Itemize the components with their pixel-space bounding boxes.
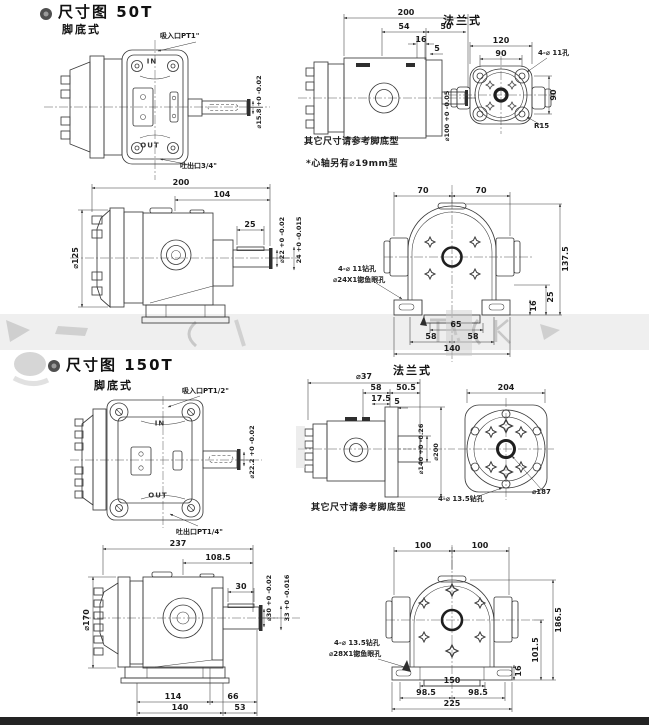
dim-dia170-150t-side: ⌀170 (82, 609, 91, 631)
dim-200-50t-side: 200 (172, 178, 190, 187)
dim-16-50t: 16 (415, 35, 427, 44)
watermark-band (0, 314, 649, 350)
dim-shaft-dia-150t-foot: ⌀22.2 +0 -0.02 (247, 425, 256, 479)
dim-140-150t-side: 140 (171, 703, 189, 712)
in-mark-150t: IN (154, 419, 166, 428)
dim-shaft-dia-50t-foot: ⌀15.8 +0 -0.02 (254, 75, 263, 129)
dim-dia125-50t-side: ⌀125 (71, 247, 80, 269)
dim-90v-50t-flange: 90 (549, 89, 558, 101)
drawing-50t-side-view (70, 184, 298, 324)
callout-spotface-150t-front: ⌀28X1锪鱼眼孔 (329, 650, 382, 658)
flange-type-label-50t: 法兰式 (443, 14, 482, 27)
dim-108-5-150t-side: 108.5 (205, 553, 231, 562)
dim-25-50t-side: 25 (244, 220, 256, 229)
callout-drill-150t-front: 4-⌀ 13.5钻孔 (334, 639, 380, 647)
dim-237-150t-side: 237 (169, 539, 187, 548)
drawing-50t-flange-front-view (448, 42, 556, 134)
dim-186-5-150t-front: 186.5 (554, 607, 563, 633)
drawing-50t-front-view (375, 185, 562, 362)
dim-70b-50t-front: 70 (475, 186, 487, 195)
drawing-50t-foot-top-view (44, 40, 270, 180)
section-title-150t: 尺寸图 150T (66, 356, 174, 374)
dim-dia200-150t-mid: ⌀200 (431, 443, 440, 461)
dim-66-150t-side: 66 (227, 692, 239, 701)
drawing-150t-flange-front-view (458, 389, 554, 500)
dim-98b-150t-front: 98.5 (468, 688, 488, 697)
watermark-overlays (12, 310, 472, 468)
dim-5-150t-mid: 5 (394, 397, 400, 406)
dim-50-50t: 50 (440, 22, 452, 31)
dim-53-150t-side: 53 (234, 703, 246, 712)
note-ref-foot-type-150t: 其它尺寸请参考脚底型 (311, 503, 407, 513)
dim-90-50t-flange: 90 (495, 49, 507, 58)
dim-140-50t-front: 140 (443, 344, 461, 353)
callout-drill-50t-front: 4-⌀ 11钻孔 (338, 265, 377, 273)
drawing-150t-foot-top-view (70, 395, 262, 528)
dim-137-5-50t-front: 137.5 (561, 246, 570, 272)
foot-type-label-50t: 脚底式 (62, 23, 101, 36)
dim-key-height-50t-side: 24 +0 -0.015 (294, 216, 303, 264)
dim-r15-50t-flange: R15 (534, 122, 550, 130)
callout-bolt-holes-50t-flange: 4-⌀ 11孔 (538, 49, 570, 57)
outlet-port-label-150t: 吐出口PT1/4" (176, 528, 223, 536)
dim-120-50t-flange: 120 (492, 36, 510, 45)
dim-204-150t-flange: 204 (497, 383, 515, 392)
dim-16-50t-front: 16 (529, 300, 538, 312)
dim-101-5-150t-front: 101.5 (531, 637, 540, 663)
dim-100a-150t-front: 100 (414, 541, 432, 550)
callout-spotface-50t-front: ⌀24X1锪鱼眼孔 (333, 276, 386, 284)
dim-key-height-150t-side: 33 +0 -0.016 (282, 574, 291, 622)
dim-dia37-150t-mid: ⌀37 (356, 372, 372, 381)
dim-shaft-dia-50t-side: ⌀22 +0 -0.02 (277, 216, 286, 264)
callout-bolt-holes-150t-flange: 4-⌀ 13.5钻孔 (438, 495, 484, 503)
dim-17-5-150t-mid: 17.5 (371, 394, 391, 403)
section-bullets (40, 8, 60, 372)
dim-225-150t-front: 225 (443, 699, 461, 708)
dim-shaft-dia-150t-side: ⌀30 +0 -0.02 (264, 574, 273, 622)
dim-58b-50t-front: 58 (467, 332, 479, 341)
flange-type-label-150t: 法兰式 (393, 364, 432, 377)
outlet-port-label-50t: 吐出口3/4" (180, 162, 217, 170)
dim-150-150t-front: 150 (443, 676, 461, 685)
dim-200-50t-mid: 200 (397, 8, 415, 17)
out-mark-150t: OUT (148, 491, 168, 500)
drawing-150t-flange-side-view (298, 379, 455, 498)
drawing-50t-flange-side-view (298, 14, 478, 139)
dim-58a-50t-front: 58 (425, 332, 437, 341)
foot-type-label-150t: 脚底式 (94, 379, 133, 392)
dim-25-50t-front: 25 (546, 291, 555, 303)
drawing-150t-side-view (82, 545, 300, 716)
dim-16-150t-front: 16 (514, 665, 523, 677)
dim-pilot-dia-150t-mid: ⌀140 +0 -0.26 (416, 423, 425, 475)
dim-dia187-150t-flange: ⌀187 (532, 488, 551, 496)
inlet-port-label-50t: 吸入口PT1" (160, 32, 200, 40)
dim-54-50t: 54 (398, 22, 410, 31)
dim-5-50t: 5 (434, 44, 440, 53)
section-title-50t: 尺寸图 50T (58, 3, 154, 21)
dim-70a-50t-front: 70 (417, 186, 429, 195)
dim-104-50t-side: 104 (213, 190, 231, 199)
dim-pilot-dia-50t: ⌀100 +0 -0.05 (442, 90, 451, 142)
dim-50-5-150t-mid: 50.5 (396, 383, 416, 392)
note-ref-foot-type-50t: 其它尺寸请参考脚底型 (304, 137, 400, 147)
drawing-150t-front-view (377, 545, 556, 712)
footer-bar (0, 717, 649, 725)
out-mark-50t: OUT (140, 141, 160, 150)
dim-65-50t-front: 65 (450, 320, 462, 329)
dim-114-150t-side: 114 (164, 692, 182, 701)
dim-58-150t-mid: 58 (370, 383, 382, 392)
inlet-port-label-150t: 吸入口PT1/2" (182, 387, 229, 395)
dim-30-150t-side: 30 (235, 582, 247, 591)
dim-100b-150t-front: 100 (471, 541, 489, 550)
in-mark-50t: IN (146, 57, 158, 66)
note-shaft-option-50t: *心轴另有⌀19mm型 (306, 159, 398, 169)
dim-98a-150t-front: 98.5 (416, 688, 436, 697)
